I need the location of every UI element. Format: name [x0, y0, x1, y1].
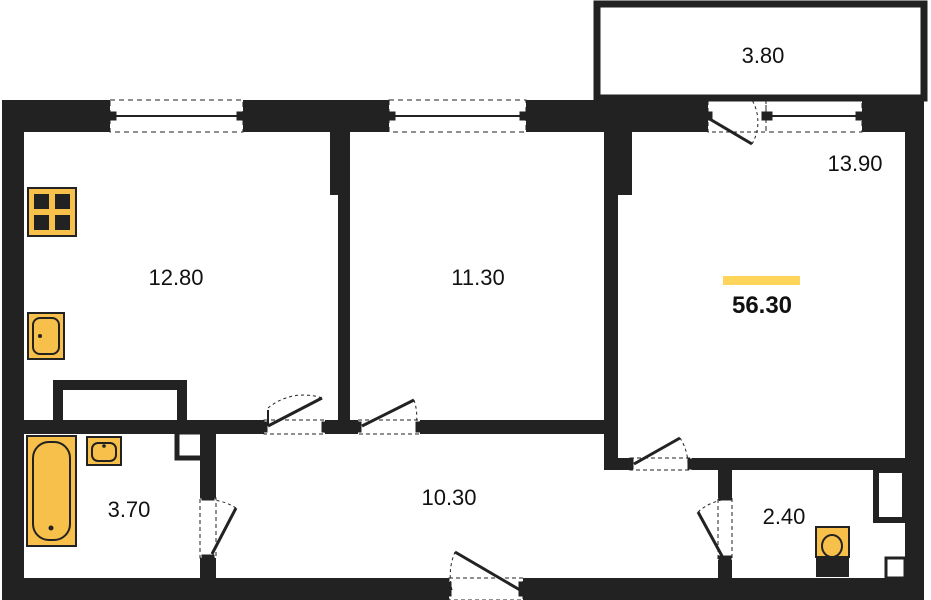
living-room-door — [627, 436, 694, 471]
kitchen-area: 12.80 — [148, 265, 203, 290]
entrance-door — [445, 550, 525, 600]
living-room-area: 13.90 — [827, 151, 882, 176]
bathroom-area: 3.70 — [108, 497, 151, 522]
total-area-accent-bar — [723, 276, 800, 285]
doors — [199, 99, 767, 600]
balcony-area: 3.80 — [742, 43, 785, 68]
bathtub-icon — [26, 435, 77, 547]
toilet-icon — [815, 526, 850, 577]
kitchen-door — [261, 394, 328, 435]
stove-icon — [27, 187, 77, 237]
bedroom-door — [355, 398, 422, 435]
window-living-room — [765, 99, 863, 133]
interior-walls — [24, 132, 908, 580]
kitchen-sink-icon — [27, 312, 65, 360]
windows — [109, 99, 863, 133]
bathroom-sink-icon — [86, 436, 122, 466]
window-bedroom — [388, 99, 527, 133]
toilet-door — [696, 495, 733, 561]
balcony-door — [707, 99, 767, 146]
balcony-outline — [593, 0, 928, 102]
bedroom-area: 11.30 — [451, 265, 504, 290]
hallway-area: 10.30 — [421, 485, 476, 510]
exterior-walls — [2, 100, 924, 600]
window-kitchen — [109, 99, 244, 133]
bathroom-door — [199, 495, 238, 560]
total-area: 56.30 — [732, 292, 792, 319]
toilet-area: 2.40 — [763, 504, 806, 529]
